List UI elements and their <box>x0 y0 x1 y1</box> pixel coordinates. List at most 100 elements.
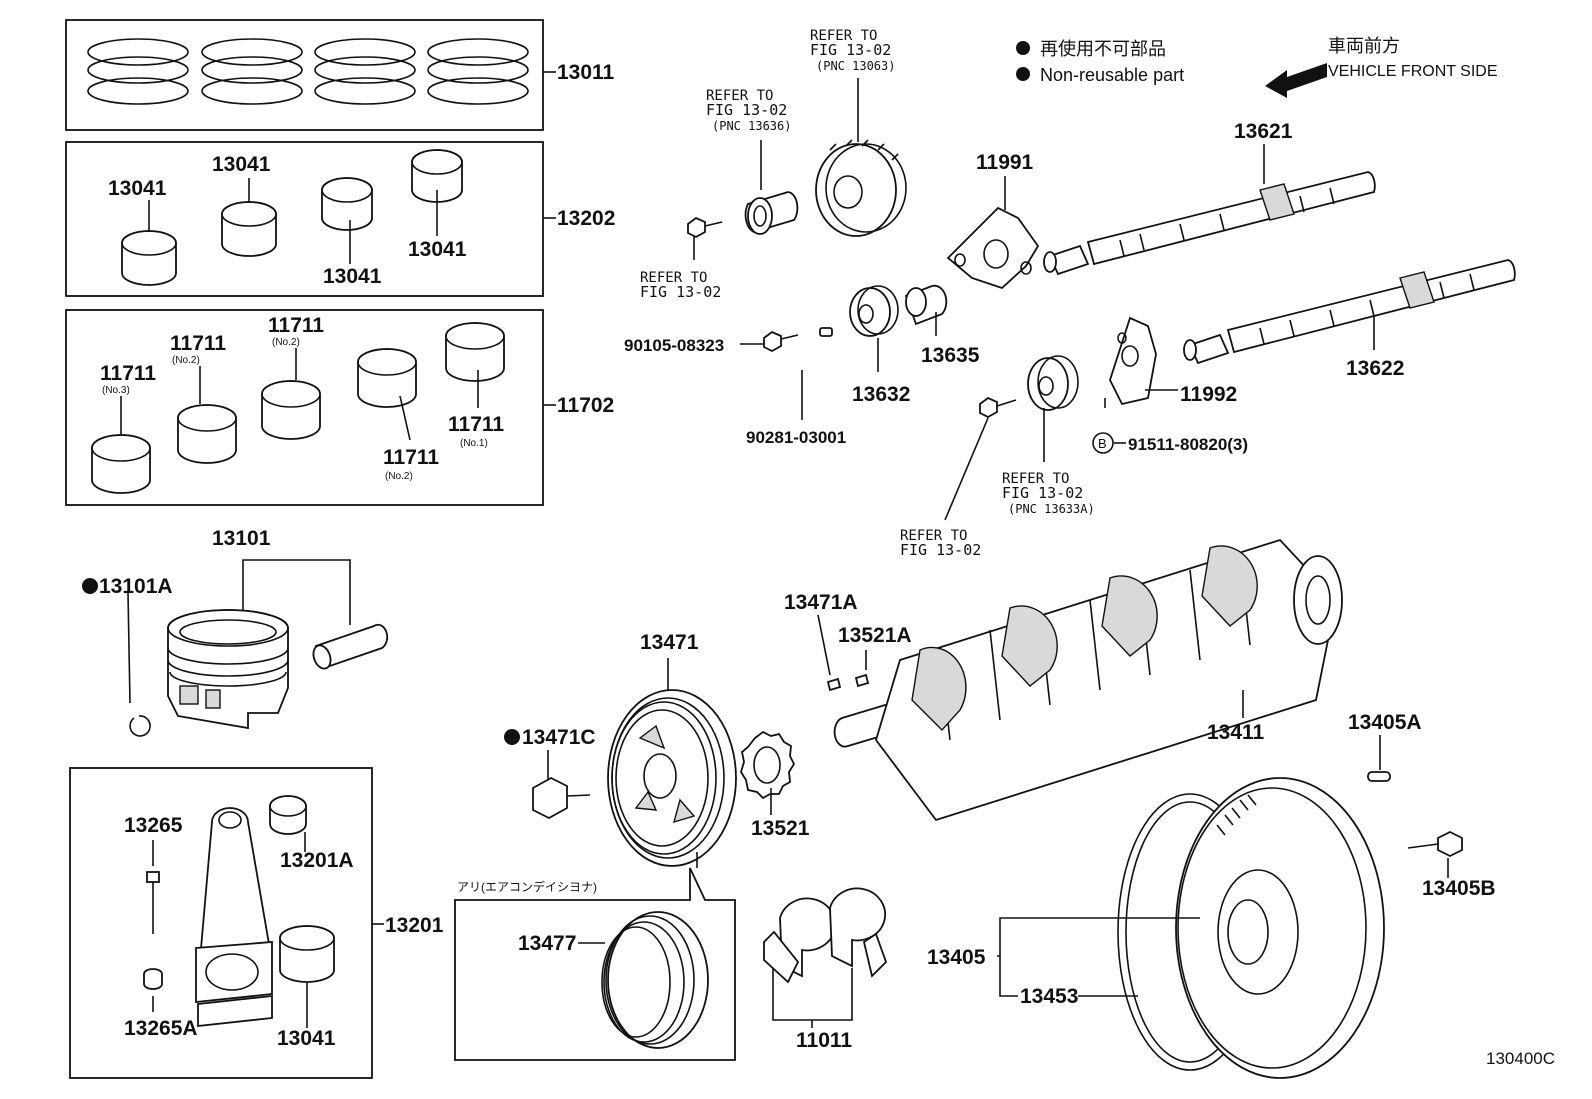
crank-bearing-set-box <box>65 309 544 506</box>
note-no3: (No.3) <box>102 385 130 396</box>
crankshaft <box>833 538 1343 822</box>
conrod-bearing <box>279 925 335 983</box>
part-number-13202: 13202 <box>557 207 615 230</box>
part-number-13201: 13201 <box>385 914 444 937</box>
part-number-13471a: 13471A <box>784 591 858 614</box>
part-number-11711: 11711 <box>268 314 324 337</box>
lower-idler-bolt <box>979 396 1017 419</box>
part-number-13411: 13411 <box>1207 721 1265 744</box>
small-bolt <box>763 330 799 353</box>
ac-drive-pulley <box>601 911 709 1049</box>
circle-b-letter: B <box>1098 436 1107 451</box>
part-number-91511-80820-3-: 91511-80820(3) <box>1128 435 1248 454</box>
part-number-13622: 13622 <box>1346 357 1404 380</box>
part-number-13041: 13041 <box>277 1027 336 1050</box>
legend-bullet-icon <box>1016 67 1030 81</box>
part-number-13405a: 13405A <box>1348 711 1422 734</box>
part-number-11711: 11711 <box>448 413 504 436</box>
crankshaft-timing-gear <box>740 730 796 800</box>
part-number-11711: 11711 <box>170 332 226 355</box>
part-number-11711: 11711 <box>100 362 156 385</box>
crankshaft-thrust-washers <box>763 887 888 984</box>
part-number-11991: 11991 <box>976 151 1034 174</box>
flywheel-bolt <box>1407 830 1463 858</box>
part-number-13477: 13477 <box>518 932 576 955</box>
part-number-13041: 13041 <box>323 265 382 288</box>
part-number-11992: 11992 <box>1180 383 1237 406</box>
part-number-13041: 13041 <box>212 153 271 176</box>
part-number-11702: 11702 <box>557 394 614 417</box>
part-number-13265: 13265 <box>124 814 183 837</box>
front-direction-arrow <box>1265 63 1327 98</box>
connecting-rod <box>195 807 273 1028</box>
vehicle-front-jp: 車両前方 <box>1328 36 1400 56</box>
crankshaft-key <box>826 677 842 692</box>
part-number-11011: 11011 <box>796 1029 852 1052</box>
conrod-bushing <box>269 795 307 835</box>
part-number-13521a: 13521A <box>838 624 912 647</box>
camshaft-sub-gear <box>849 285 899 337</box>
note-no2: (No.2) <box>385 471 413 482</box>
part-number-11711: 11711 <box>383 446 439 469</box>
camshaft-1 <box>1043 171 1376 276</box>
part-number-13201a: 13201A <box>280 849 354 872</box>
note-no2: (No.2) <box>272 337 300 348</box>
camshaft-bearing-cap-1 <box>946 206 1040 290</box>
part-number-13521: 13521 <box>751 817 810 840</box>
conrod-bearing-shells <box>121 149 463 286</box>
legend-bullet-icon <box>1016 41 1030 55</box>
part-number-13621: 13621 <box>1234 120 1293 143</box>
conrod-nut <box>143 968 163 990</box>
camshaft-bearing-cap-2 <box>1109 316 1157 406</box>
vehicle-front-en: VEHICLE FRONT SIDE <box>1328 63 1498 80</box>
flywheel-dowel-pin <box>1367 771 1391 782</box>
crankshaft-pulley <box>607 689 737 867</box>
part-number-13453: 13453 <box>1020 985 1078 1008</box>
part-number-13041: 13041 <box>108 177 167 200</box>
idler-shaft <box>744 191 799 235</box>
part-number-13011: 13011 <box>557 61 615 84</box>
piston-pin <box>312 623 389 670</box>
part-number-13101: 13101 <box>212 527 271 550</box>
non-reusable-mark <box>82 578 98 594</box>
part-number-13632: 13632 <box>852 383 910 406</box>
small-key <box>819 327 833 337</box>
note-no1: (No.1) <box>460 438 488 449</box>
figure-code: 130400C <box>1486 1049 1555 1068</box>
part-number-90105-08323: 90105-08323 <box>624 336 724 355</box>
ac-caption: アリ(エアコンデイシヨナ) <box>457 879 597 894</box>
circle-b-mark <box>1092 432 1114 454</box>
timing-idler-gear <box>815 139 907 237</box>
legend-non-reusable-jp: 再使用不可部品 <box>1040 39 1166 59</box>
ac-pulley-box <box>454 867 736 1061</box>
flywheel <box>1175 777 1385 1079</box>
upper-idler-bolt <box>687 216 723 239</box>
part-number-90281-03001: 90281-03001 <box>746 428 846 447</box>
pulley-key <box>854 673 870 688</box>
conrod-bolt <box>146 871 160 934</box>
camshaft-drive-gear <box>1027 355 1079 411</box>
part-number-13471: 13471 <box>640 631 699 654</box>
conrod-assembly-box <box>69 767 373 1079</box>
part-number-13635: 13635 <box>921 344 980 367</box>
piston-ring-set-box <box>65 19 544 131</box>
part-number-13041: 13041 <box>408 238 467 261</box>
part-number-13405: 13405 <box>927 946 986 969</box>
part-number-13101a: 13101A <box>99 575 173 598</box>
piston-pin-snap-ring <box>129 715 151 737</box>
non-reusable-mark <box>504 729 520 745</box>
camshaft-gear-spring <box>904 284 948 326</box>
crankshaft-bearing-shells <box>91 322 505 494</box>
camshaft-2 <box>1183 259 1516 365</box>
note-no2: (No.2) <box>172 355 200 366</box>
piston-ring-set <box>87 38 529 105</box>
piston <box>167 609 289 730</box>
part-number-13265a: 13265A <box>124 1017 198 1040</box>
pulley-bolt <box>532 776 591 820</box>
legend-non-reusable-en: Non-reusable part <box>1040 65 1184 85</box>
